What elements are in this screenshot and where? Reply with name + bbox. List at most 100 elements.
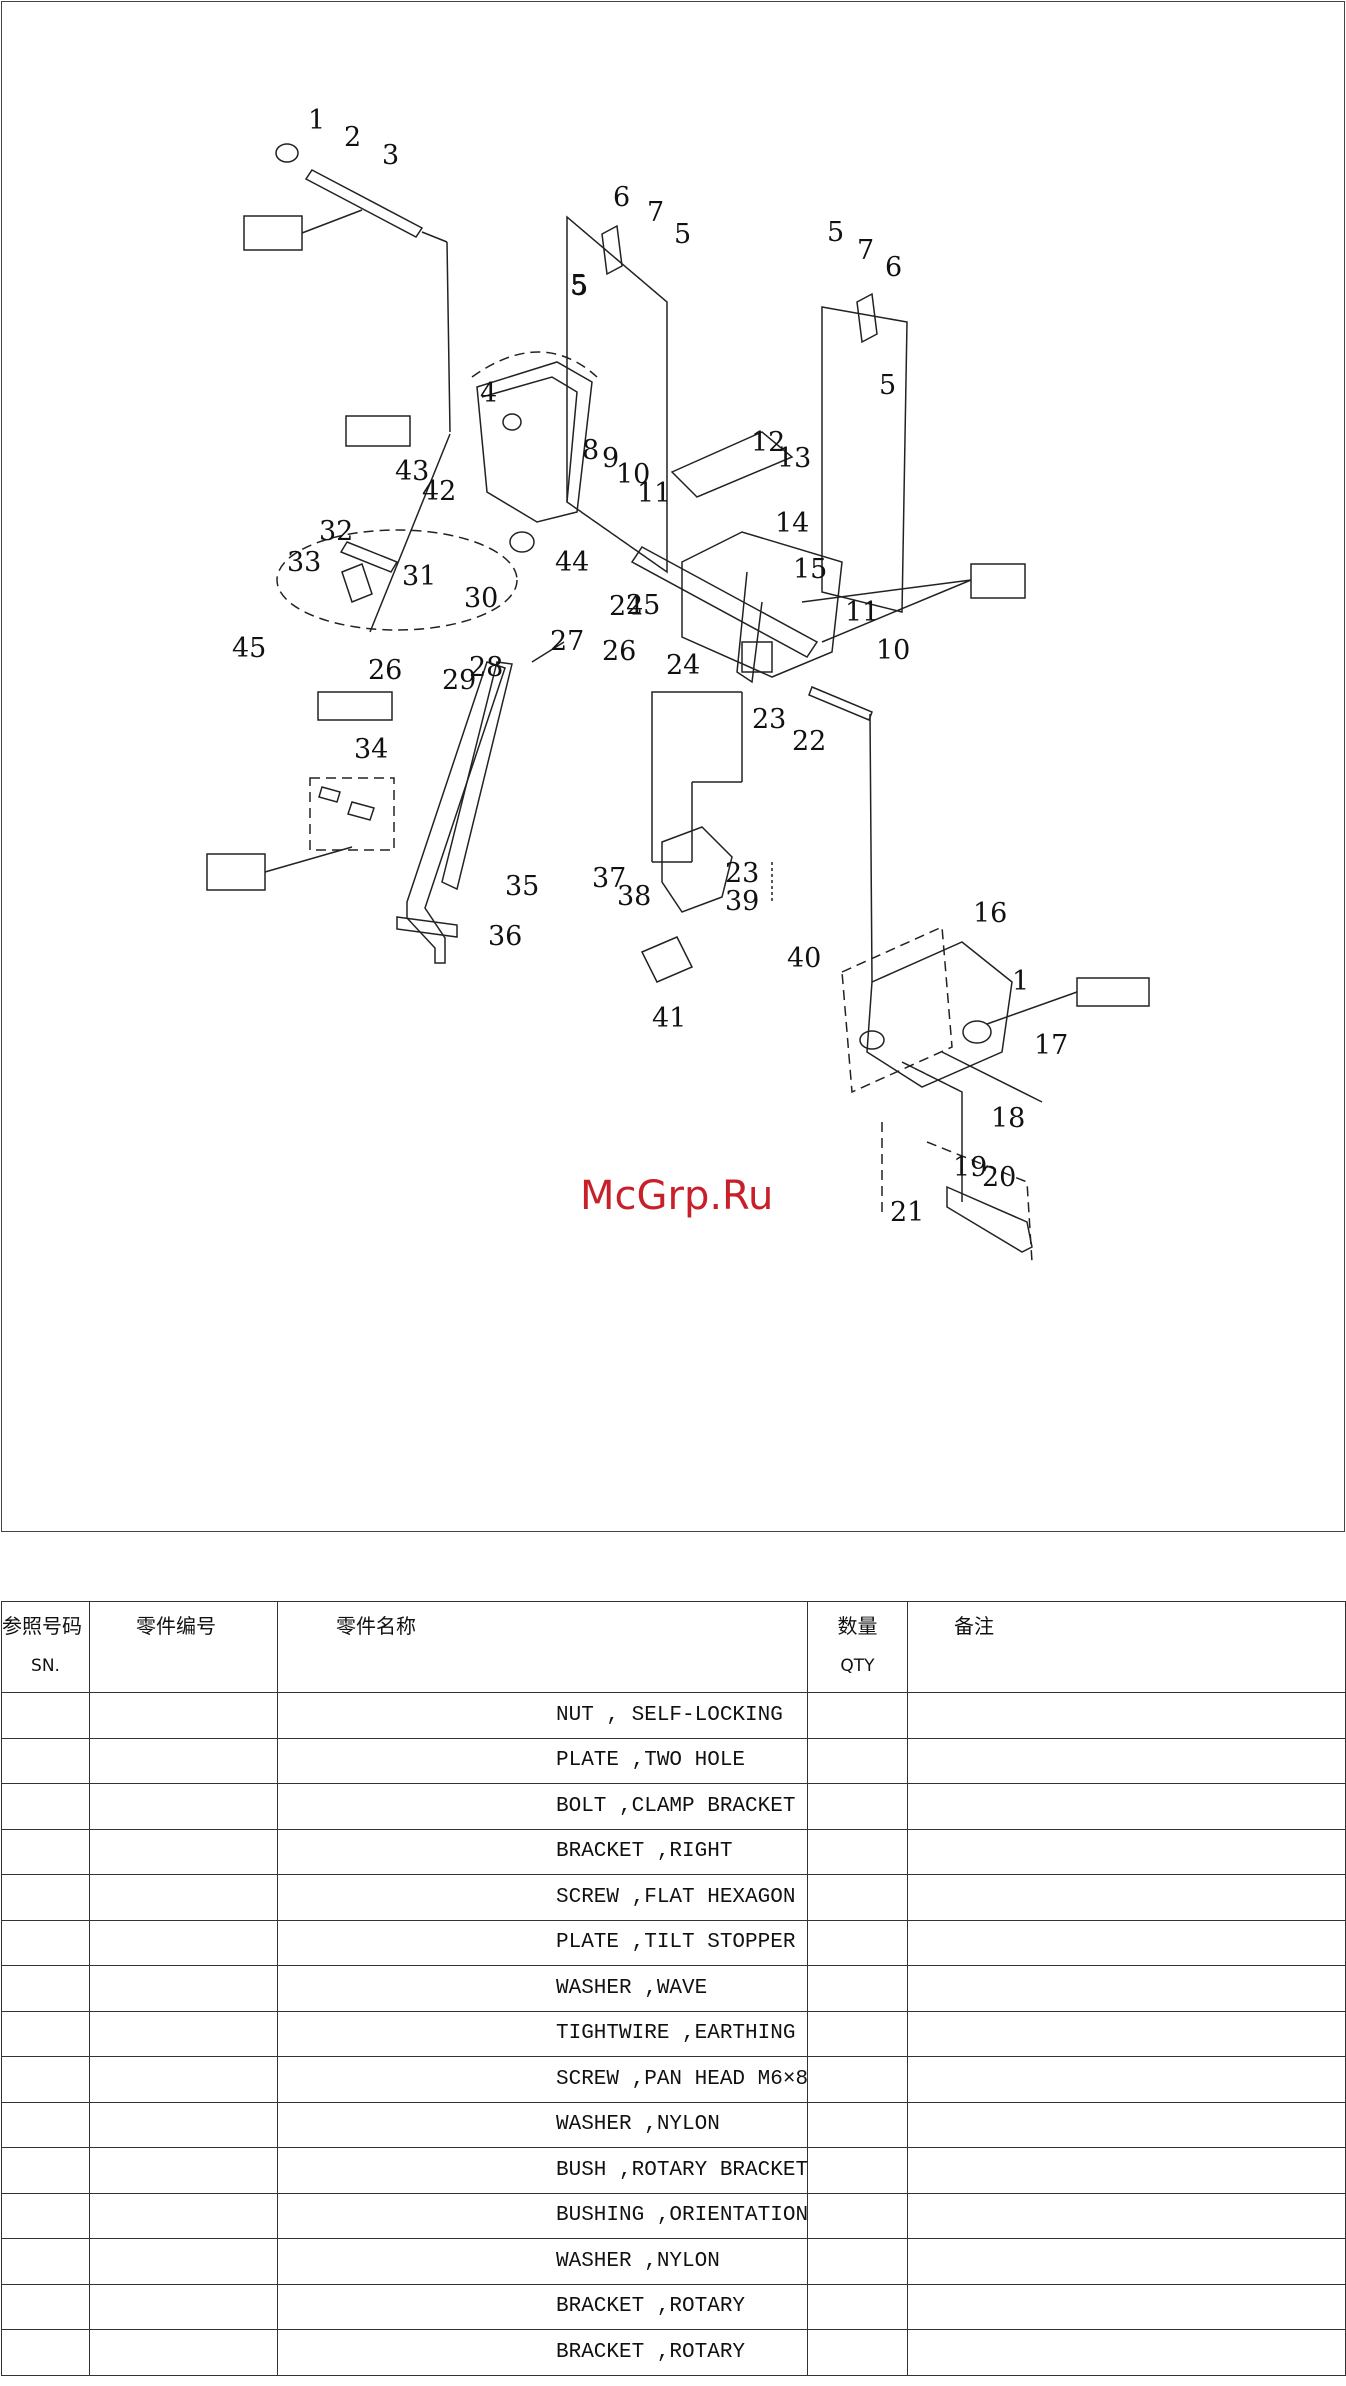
callout-label: 14	[775, 508, 809, 539]
callout-label: 30	[464, 583, 498, 614]
header-sn-label: 参照号码	[2, 1614, 82, 1638]
cell-part-no	[89, 2101, 278, 2148]
cell-part-no	[89, 2192, 278, 2239]
table-row: WASHER ,NYLON	[1, 2101, 1346, 2148]
cell-part-name: SCREW ,FLAT HEXAGON	[277, 1874, 808, 1921]
cell-qty	[807, 2101, 908, 2148]
cell-part-name: BRACKET ,RIGHT	[277, 1828, 808, 1875]
cell-part-no	[89, 2056, 278, 2103]
header-qty-label: 数量	[837, 1614, 878, 1638]
cell-part-name: PLATE ,TILT STOPPER	[277, 1919, 808, 1966]
callout-label: 5	[827, 217, 844, 248]
cell-remark	[907, 1874, 1346, 1921]
callout-label: 44	[555, 547, 589, 578]
cell-part-name: BUSH ,ROTARY BRACKET	[277, 2147, 808, 2194]
table-row: PLATE ,TWO HOLE	[1, 1737, 1346, 1784]
header-remark: 备注	[907, 1601, 1346, 1693]
cell-sn	[1, 1692, 90, 1739]
callout-label: 1	[1012, 966, 1029, 997]
callout-label: 5	[879, 370, 896, 401]
cell-sn	[1, 2056, 90, 2103]
header-sn-sublabel: SN.	[31, 1656, 60, 1676]
cell-part-no	[89, 1874, 278, 1921]
callout-label: 7	[647, 197, 664, 228]
callout-label: 10	[616, 459, 650, 490]
cell-remark	[907, 2010, 1346, 2057]
callout-label: 5	[674, 219, 691, 250]
callout-label: 17	[1034, 1030, 1068, 1061]
cell-part-name: TIGHTWIRE ,EARTHING	[277, 2010, 808, 2057]
callout-label: 8	[582, 435, 599, 466]
cell-remark	[907, 2147, 1346, 2194]
callout-label: 33	[287, 547, 321, 578]
cell-sn	[1, 2192, 90, 2239]
callout-label: 41	[652, 1003, 686, 1034]
callout-label: 12	[751, 427, 785, 458]
header-sn: 参照号码 SN.	[1, 1601, 90, 1693]
header-qty-sublabel: QTY	[840, 1656, 875, 1676]
callout-label: 22	[792, 726, 826, 757]
cell-sn	[1, 1828, 90, 1875]
cell-sn	[1, 1783, 90, 1830]
cell-remark	[907, 1965, 1346, 2012]
header-remark-label: 备注	[954, 1614, 994, 1638]
header-name: 零件名称	[277, 1601, 808, 1693]
callout-label: 42	[422, 476, 456, 507]
cell-part-name: BRACKET ,ROTARY	[277, 2283, 808, 2330]
table-row: BOLT ,CLAMP BRACKET	[1, 1783, 1346, 1830]
cell-qty	[807, 2283, 908, 2330]
callout-label: 16	[973, 898, 1007, 929]
callout-label: 26	[368, 655, 402, 686]
cell-part-no	[89, 1737, 278, 1784]
cell-part-no	[89, 2010, 278, 2057]
callout-label: 36	[488, 921, 522, 952]
callout-label: 40	[787, 943, 821, 974]
cell-remark	[907, 1737, 1346, 1784]
cell-remark	[907, 1692, 1346, 1739]
callout-label: 31	[402, 561, 436, 592]
cell-qty	[807, 2147, 908, 2194]
callout-label: 23	[725, 858, 759, 889]
cell-part-name: BOLT ,CLAMP BRACKET	[277, 1783, 808, 1830]
callout-label: 24	[666, 650, 700, 681]
cell-qty	[807, 2010, 908, 2057]
callout-label: 9	[602, 443, 619, 474]
cell-remark	[907, 2238, 1346, 2285]
cell-sn	[1, 1874, 90, 1921]
callout-label: 29	[442, 665, 476, 696]
cell-qty	[807, 2238, 908, 2285]
cell-part-no	[89, 1783, 278, 1830]
callout-label: 6	[613, 182, 630, 213]
callout-label: 32	[319, 516, 353, 547]
cell-part-name: WASHER ,WAVE	[277, 1965, 808, 2012]
callout-label: 11	[845, 597, 879, 628]
cell-qty	[807, 1737, 908, 1784]
cell-remark	[907, 2283, 1346, 2330]
table-row: SCREW ,PAN HEAD M6×8	[1, 2056, 1346, 2103]
cell-sn	[1, 1965, 90, 2012]
cell-part-no	[89, 1965, 278, 2012]
table-row: BRACKET ,RIGHT	[1, 1828, 1346, 1875]
callout-label: 24	[609, 591, 643, 622]
callout-label: 27	[550, 626, 584, 657]
callout-label: 1	[308, 105, 325, 136]
cell-part-name: NUT , SELF-LOCKING	[277, 1692, 808, 1739]
cell-qty	[807, 1874, 908, 1921]
callout-label: 18	[991, 1103, 1025, 1134]
callout-label: 26	[602, 636, 636, 667]
cell-sn	[1, 2238, 90, 2285]
cell-part-no	[89, 1919, 278, 1966]
callout-label: 20	[982, 1162, 1016, 1193]
cell-sn	[1, 1919, 90, 1966]
table-row: WASHER ,NYLON	[1, 2238, 1346, 2285]
callout-label: 34	[354, 734, 388, 765]
header-part-no: 零件编号	[89, 1601, 278, 1693]
cell-remark	[907, 2101, 1346, 2148]
table-row: PLATE ,TILT STOPPER	[1, 1919, 1346, 1966]
cell-remark	[907, 1828, 1346, 1875]
table-row: NUT , SELF-LOCKING	[1, 1692, 1346, 1739]
cell-qty	[807, 1965, 908, 2012]
table-row: BRACKET ,ROTARY	[1, 2329, 1346, 2376]
table-row: TIGHTWIRE ,EARTHING	[1, 2010, 1346, 2057]
table-row: WASHER ,WAVE	[1, 1965, 1346, 2012]
